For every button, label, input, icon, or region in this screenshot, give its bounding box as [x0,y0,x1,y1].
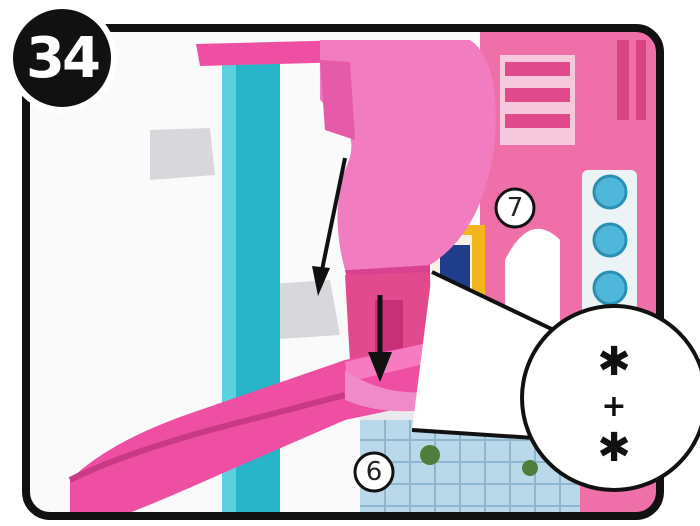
step-number: 34 [12,8,112,108]
plus-icon: + [589,392,639,422]
screw-icon: ✱ [589,428,639,468]
screw-icon: ✱ [589,342,639,382]
part-callout-6: 6 [354,452,394,492]
part-callout-7: 7 [495,188,535,228]
